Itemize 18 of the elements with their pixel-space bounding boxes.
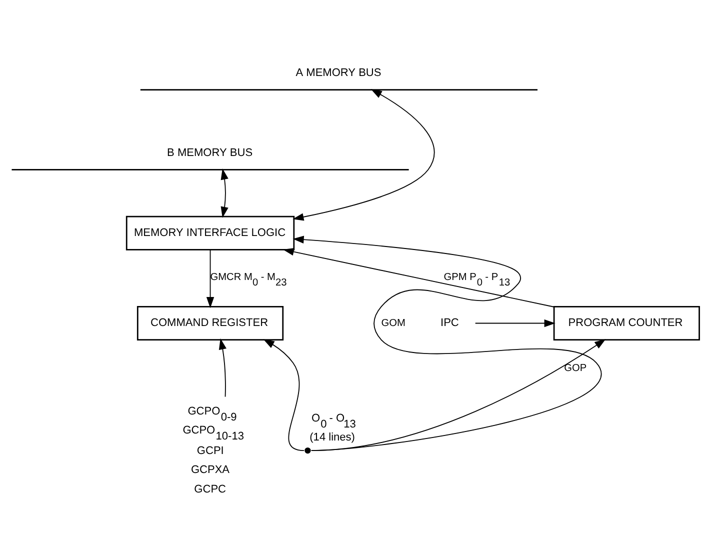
arrow [292,88,435,220]
node-label: (14 lines) [310,431,355,444]
edge-label: GOP [564,362,587,374]
edge-label: GOM [381,317,406,328]
node-text: B MEMORY BUS [167,146,253,159]
arrow [292,235,602,450]
arrow [206,248,214,308]
node-circle [304,446,311,454]
node-box: MEMORY INTERFACE LOGIC [126,215,295,250]
node-text: A MEMORY BUS [296,66,382,79]
arrow [263,338,304,450]
arrow [220,168,228,218]
node-text: IPC [440,316,459,329]
arrow [310,338,606,450]
arrow [474,318,556,327]
arrow [218,338,226,397]
node-box: COMMAND REGISTER [136,306,284,340]
node-box: PROGRAM COUNTER [553,306,700,340]
